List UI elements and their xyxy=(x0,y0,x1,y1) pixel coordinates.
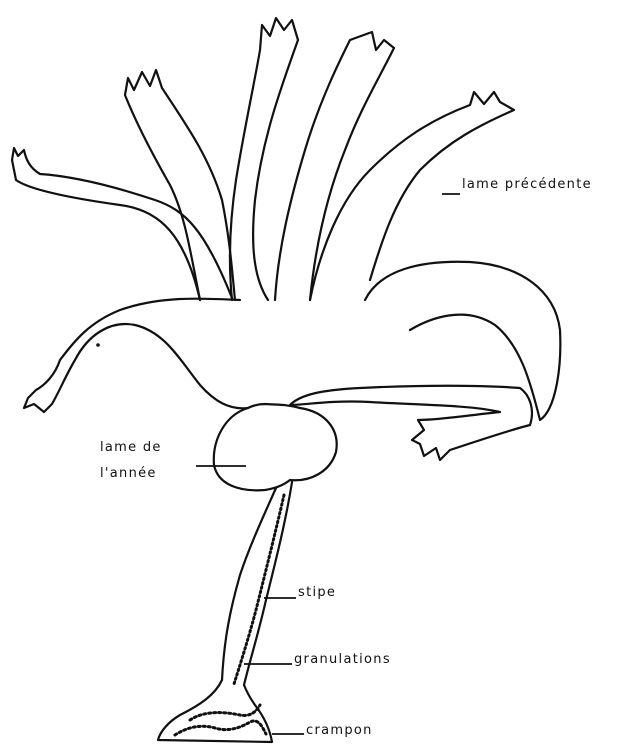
frond-3 xyxy=(230,18,298,300)
label-l-annee: l'année xyxy=(100,467,157,482)
label-lame-precedente: lame précédente xyxy=(462,178,592,193)
label-lame-de: lame de xyxy=(100,441,162,456)
current-blade xyxy=(214,404,337,490)
frond-5 xyxy=(310,92,514,300)
previous-blade xyxy=(12,18,560,460)
frond-1 xyxy=(12,148,232,300)
crampon xyxy=(158,680,272,742)
frond-7 xyxy=(290,386,532,460)
label-stipe: stipe xyxy=(298,586,336,601)
label-crampon: crampon xyxy=(306,724,373,739)
frond-6 xyxy=(365,262,560,420)
granulations-texture xyxy=(234,495,284,684)
blade-spot xyxy=(96,343,100,347)
frond-8 xyxy=(24,299,248,412)
label-granulations: granulations xyxy=(294,653,391,668)
stipe xyxy=(222,482,292,685)
